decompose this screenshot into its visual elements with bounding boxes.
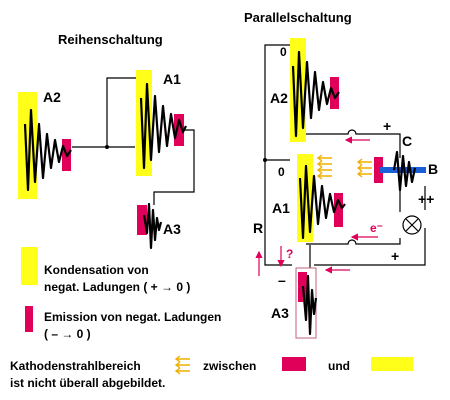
series-circuit: A2 A1 A3	[18, 70, 195, 250]
electrode-a2-series: A2	[18, 89, 72, 199]
wire-series-right	[153, 129, 195, 205]
emission-zone-c	[374, 157, 383, 183]
label-a2-series: A2	[43, 89, 61, 105]
footer-zwischen: zwischen	[203, 359, 256, 373]
emission-zone-a1-parallel	[334, 193, 343, 227]
legend-condensation-line1: Kondensation von	[44, 263, 149, 277]
footer-line1: Kathodenstrahlbereich	[10, 359, 141, 373]
electrode-c: C B	[374, 133, 438, 192]
electrode-a1-parallel: A1 0	[272, 154, 346, 242]
footer-condensation-swatch	[371, 357, 413, 371]
electrode-a3-parallel: A3	[271, 267, 318, 339]
legend-condensation-line2: negat. Ladungen ( + → 0 )	[44, 280, 190, 294]
wire-series-top	[72, 77, 152, 148]
emission-zone-a1-series	[174, 114, 184, 146]
title-parallelschaltung: Parallelschaltung	[244, 10, 352, 25]
wire-parallel-top-right	[306, 129, 401, 158]
discharge-wave-a2-series	[23, 108, 72, 192]
label-plus-bottom: +	[391, 248, 399, 264]
parallel-circuit: A2 0 A1 0 A3 C B	[253, 38, 438, 339]
discharge-wave-a2-parallel	[291, 50, 340, 138]
discharge-wave-a1-series	[139, 82, 187, 170]
label-a3-series: A3	[163, 221, 181, 237]
electrode-a3-series: A3	[137, 202, 181, 250]
footer-cathode-arrows-icon	[174, 355, 190, 375]
discharge-wave-a3-series	[142, 202, 163, 250]
electrode-b-bar	[380, 167, 426, 173]
junction-parallel-left	[263, 158, 267, 162]
label-plus-plus: ++	[418, 191, 434, 207]
lamp-icon	[402, 215, 422, 235]
potential-zero-a2: 0	[280, 45, 287, 59]
label-c: C	[402, 133, 412, 149]
discharge-wave-c	[392, 150, 417, 192]
footer-line2: ist nicht überall abgebildet.	[10, 376, 165, 390]
legend-emission-line2: ( – → 0 )	[44, 327, 91, 341]
electrode-a2-parallel: A2 0	[270, 38, 340, 142]
wire-lamp-bottom	[314, 228, 426, 266]
legend-emission-swatch	[25, 306, 33, 332]
electrode-a1-series: A1	[136, 70, 187, 176]
label-a1-parallel: A1	[272, 200, 290, 216]
emission-zone-a2-parallel	[330, 77, 339, 109]
label-question: ?	[286, 247, 293, 261]
title-reihenschaltung: Reihenschaltung	[58, 32, 163, 47]
discharge-wave-a3-parallel	[301, 274, 318, 336]
junction-series	[105, 145, 109, 149]
cathode-ray-arrows-c	[356, 158, 372, 178]
legend-condensation-swatch	[21, 247, 38, 285]
legend: Kondensation von negat. Ladungen ( + → 0…	[21, 247, 221, 341]
label-r: R	[253, 220, 263, 236]
label-a2-parallel: A2	[270, 90, 288, 106]
label-minus: –	[278, 272, 286, 288]
footer-note: Kathodenstrahlbereich ist nicht überall …	[10, 355, 413, 390]
label-a3-parallel: A3	[271, 305, 289, 321]
wire-parallel-left	[264, 44, 292, 266]
legend-emission-line1: Emission von negat. Ladungen	[44, 310, 221, 324]
label-a1-series: A1	[163, 71, 181, 87]
potential-zero-a1: 0	[278, 165, 285, 179]
label-b: B	[428, 161, 438, 177]
label-plus-top: +	[383, 118, 391, 134]
wire-parallel-bottom-right	[306, 238, 401, 245]
discharge-wave-a1-parallel	[298, 164, 346, 240]
emission-zone-a3-series	[137, 205, 147, 235]
footer-emission-swatch	[282, 357, 306, 371]
footer-und: und	[328, 359, 350, 373]
cathode-ray-arrows	[316, 154, 332, 180]
label-electron: e⁻	[370, 221, 383, 235]
